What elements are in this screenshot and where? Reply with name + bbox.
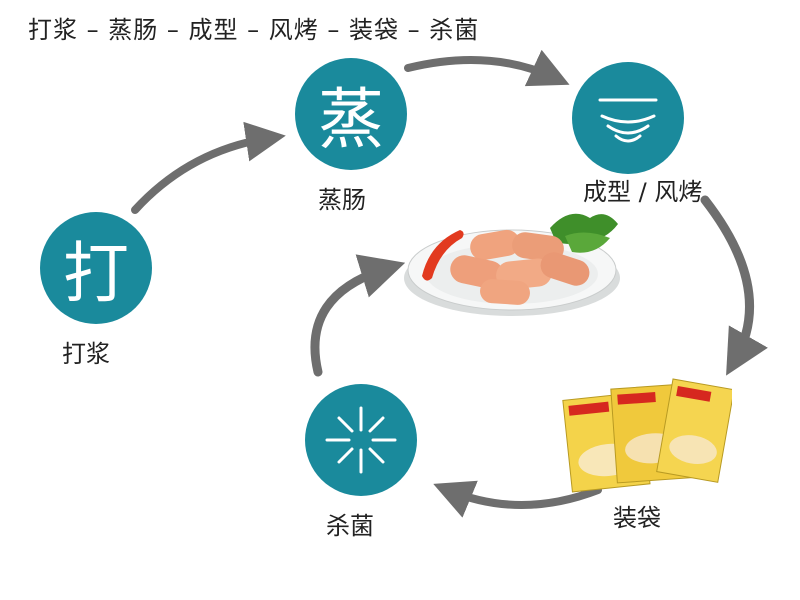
step-glyph-1: 打 bbox=[63, 235, 129, 312]
arrow-1-to-2 bbox=[131, 121, 286, 214]
wave-lines-icon bbox=[598, 98, 658, 143]
step-label-4: 装袋 bbox=[613, 504, 661, 532]
step-label-3: 成型 / 风烤 bbox=[583, 178, 703, 206]
step-label-1: 打浆 bbox=[62, 340, 110, 368]
step-glyph-2: 蒸 bbox=[318, 81, 384, 158]
soup-packets-image bbox=[562, 378, 732, 493]
arrow-5-to-center bbox=[310, 254, 406, 377]
step-circle-1: 打 bbox=[40, 212, 152, 324]
page-title: 打浆 – 蒸肠 – 成型 – 风烤 – 装袋 – 杀菌 bbox=[28, 16, 480, 44]
arrow-3-to-4 bbox=[700, 195, 768, 376]
arrow-4-to-5 bbox=[433, 480, 602, 518]
step-label-5: 杀菌 bbox=[326, 512, 374, 540]
step-circle-5 bbox=[305, 384, 417, 496]
step-label-2: 蒸肠 bbox=[318, 186, 366, 214]
arrow-2-to-3 bbox=[404, 49, 570, 87]
step-circle-2: 蒸 bbox=[295, 58, 407, 170]
sterilize-burst-icon bbox=[325, 406, 397, 474]
step-circle-3 bbox=[572, 62, 684, 174]
sausage-bowl-image bbox=[404, 213, 620, 316]
